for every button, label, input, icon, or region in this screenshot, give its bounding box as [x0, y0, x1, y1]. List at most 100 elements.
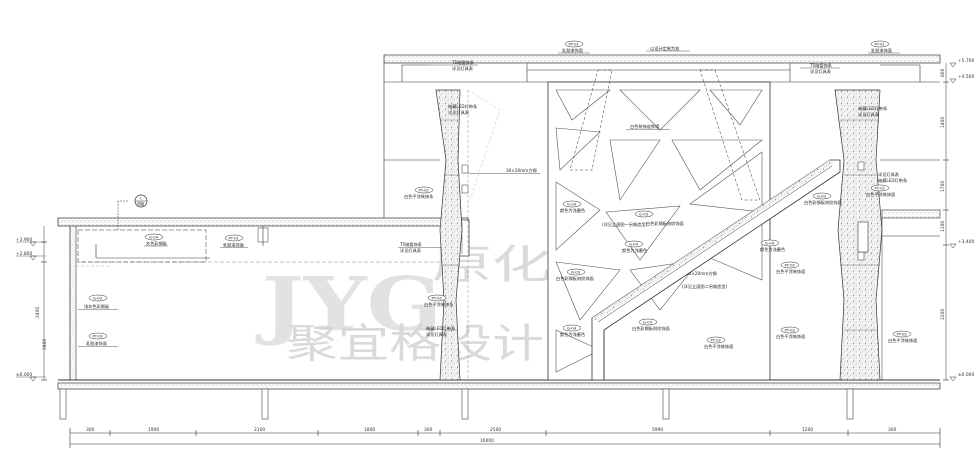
cp-stair-note: (详见立面图二另做造型) [682, 283, 728, 290]
cp-note-one: (详见立面图一另做造型) [602, 221, 648, 228]
bottom-dims: 300 1900 2100 1800 300 2500 5990 1200 30… [69, 427, 941, 448]
watermark: JYG 原化 聚宜格设计 [255, 242, 552, 367]
left-led-1: 暗藏LED灯带条 [448, 103, 478, 110]
wall-tag-text: 浅灰色彩钢板 [84, 303, 110, 310]
elev-left-1: +2.800 [16, 251, 32, 257]
cp-tag0-code: G-04 [567, 202, 577, 207]
bdim-total: 16000 [480, 438, 494, 444]
cp-tag5-code: G-03 [643, 320, 653, 325]
cp-tag4-text: 颜色为浅墨色 [560, 331, 586, 338]
center-panel: 白色装饰皮肤墙 G-04 颜色为浅墨色 G-03 白色彩钢板刻纹饰面 (详见立面… [547, 69, 771, 381]
section-marker: 1 详图 [117, 194, 148, 230]
left-room-tags: G-04 灰色彩钢板 PT-01 乳胶漆饰面 T5暗管饰条 详见灯具表 G-03… [78, 233, 458, 347]
bdim-4: 300 [424, 427, 433, 433]
vertical-dims: 2400 2800 800 1400 1700 1100 2200 [35, 63, 949, 381]
right-dim-4: 2200 [940, 309, 946, 320]
left-dim-1: 2800 [42, 339, 48, 350]
right-column [834, 89, 941, 381]
bdim-0: 300 [86, 427, 95, 433]
stair-tag1-text: 白色平涂装饰面 [776, 268, 805, 275]
right-dim-3: 1100 [940, 221, 946, 232]
ceiling-center-note: 以设计定制为准 [650, 45, 679, 52]
elev-right-3: ±0.000 [958, 372, 974, 378]
left-bottom-led-2: 详见灯具表 [426, 331, 448, 338]
ceiling-left-code: PT-01 [569, 42, 580, 47]
rw-led-1: 暗藏LED灯带条 [878, 177, 908, 184]
left-bottom-led-1: 暗藏LED灯带条 [426, 325, 456, 332]
watermark-latin: JYG [255, 262, 442, 348]
center-top-label: 白色装饰皮肤墙 [630, 123, 659, 130]
left-pt02-code: PT-02 [419, 188, 430, 193]
column-tags: 暗藏LED灯带条 详见灯具表 30×20mm方钢 PT-02 白色平涂装饰条 P… [404, 103, 917, 344]
rw-tag1-text: 白色平涂装饰面 [888, 337, 917, 344]
cp-tag1-text: 白色彩钢板刻纹饰面 [646, 220, 684, 227]
bdim-7: 1200 [802, 427, 813, 433]
t5-right-2: 详见灯具表 [810, 68, 832, 75]
stair-tag0-text: 白色彩钢板刻纹饰面 [804, 199, 842, 206]
cp-tag2-code: G-04 [629, 242, 639, 247]
stair-tag0-code: G-03 [817, 194, 827, 199]
elevation-marks: +3.900 +2.800 ±0.000 +5.700 +4.500 +3.40… [16, 58, 974, 382]
t5-left-1: T5暗管饰条 [451, 59, 475, 66]
cp-tag2-text: 颜色为浅墨色 [622, 247, 648, 254]
ceiling-left-text: 乳胶漆饰面 [562, 47, 583, 54]
elev-right-1: +4.500 [958, 74, 974, 80]
right-dim-2: 1700 [940, 181, 946, 192]
ceiling-right-code: PT-01 [875, 42, 886, 47]
right-led-2: 详见灯具表 [858, 111, 880, 118]
stair-tag4-text: 白色平涂装饰面 [704, 343, 733, 350]
stair-tag2-text: 颜色为浅墨色 [760, 246, 786, 253]
left-dim-0: 2400 [35, 307, 41, 318]
t5-left-room-1: T5暗管饰条 [399, 241, 423, 248]
cp-tag3-text: 白色彩钢板刻纹饰面 [556, 275, 594, 282]
bdim-1: 1900 [148, 427, 159, 433]
stair-tag3-text: 白色平涂装饰面 [776, 333, 805, 340]
elev-right-2: +3.400 [958, 239, 974, 245]
t5-right-1: T5暗管饰条 [809, 62, 833, 69]
left-pt02-text: 白色平涂装饰条 [404, 193, 434, 200]
cp-tag5-text: 白色彩钢板刻纹饰面 [632, 325, 670, 332]
floor-slab [57, 379, 941, 420]
cp-tag4-code: G-04 [567, 326, 577, 331]
stair-tag3-code: PT-02 [785, 328, 796, 333]
right-led-1: 暗藏LED灯带条 [858, 105, 888, 112]
box-tag-text: 灰色彩钢板 [146, 240, 168, 247]
watermark-cn-bottom: 聚宜格设计 [286, 321, 544, 367]
ceiling-right-text: 乳胶漆饰面 [871, 47, 892, 54]
right-dim-0: 800 [940, 68, 946, 77]
wall-tag2-text: 乳胶漆饰面 [86, 340, 107, 347]
ceiling-tags: PT-01 乳胶漆饰面 以设计定制为准 PT-01 乳胶漆饰面 T5暗管饰条 详… [430, 40, 900, 75]
elev-left-2: ±0.000 [16, 372, 32, 378]
section-marker-sheet: 详图 [137, 202, 145, 207]
rw-tag0-code: PT-02 [875, 186, 886, 191]
cp-tag0-text: 颜色为浅墨色 [560, 207, 586, 214]
left-column [435, 89, 501, 381]
left-pt02b-code: PT-02 [432, 296, 443, 301]
box-tag-code: G-04 [149, 235, 159, 240]
rw-tag1-code: PT-02 [897, 332, 908, 337]
left-pt02b-text: 白色平涂装饰条 [424, 301, 454, 308]
bdim-8: 300 [888, 427, 897, 433]
cp-steel-note: 30×20mm方钢 [686, 270, 717, 277]
section-marker-num: 1 [140, 196, 143, 201]
elev-left-0: +3.900 [16, 237, 32, 243]
stair: G-03 白色彩钢板刻纹饰面 PT-02 白色平涂装饰面 G-04 颜色为浅墨色… [591, 159, 842, 381]
left-led-2: 详见灯具表 [448, 109, 470, 116]
bdim-5: 2500 [490, 427, 501, 433]
bdim-2: 2100 [254, 427, 265, 433]
cp-tag3-code: G-03 [571, 270, 581, 275]
left-steel-note: 30×20mm方钢 [506, 167, 537, 174]
rw-tag0-text: 白色平涂装饰面 [866, 191, 895, 198]
t5-left-2: 详见灯具表 [452, 65, 474, 72]
stair-tag1-code: PT-02 [785, 263, 796, 268]
cp-tag1-code: G-03 [639, 212, 649, 217]
right-dim-1: 1400 [940, 117, 946, 128]
left-room [57, 217, 470, 380]
wall-tag2-code: PT-02 [93, 334, 104, 339]
pt-tag-code: PT-01 [229, 236, 240, 241]
t5-left-room-2: 详见灯具表 [400, 247, 422, 254]
stair-tag4-code: PT-02 [711, 338, 722, 343]
rw-led-2: 详见灯具表 [878, 171, 900, 178]
wall-tag-code: G-03 [93, 296, 103, 301]
